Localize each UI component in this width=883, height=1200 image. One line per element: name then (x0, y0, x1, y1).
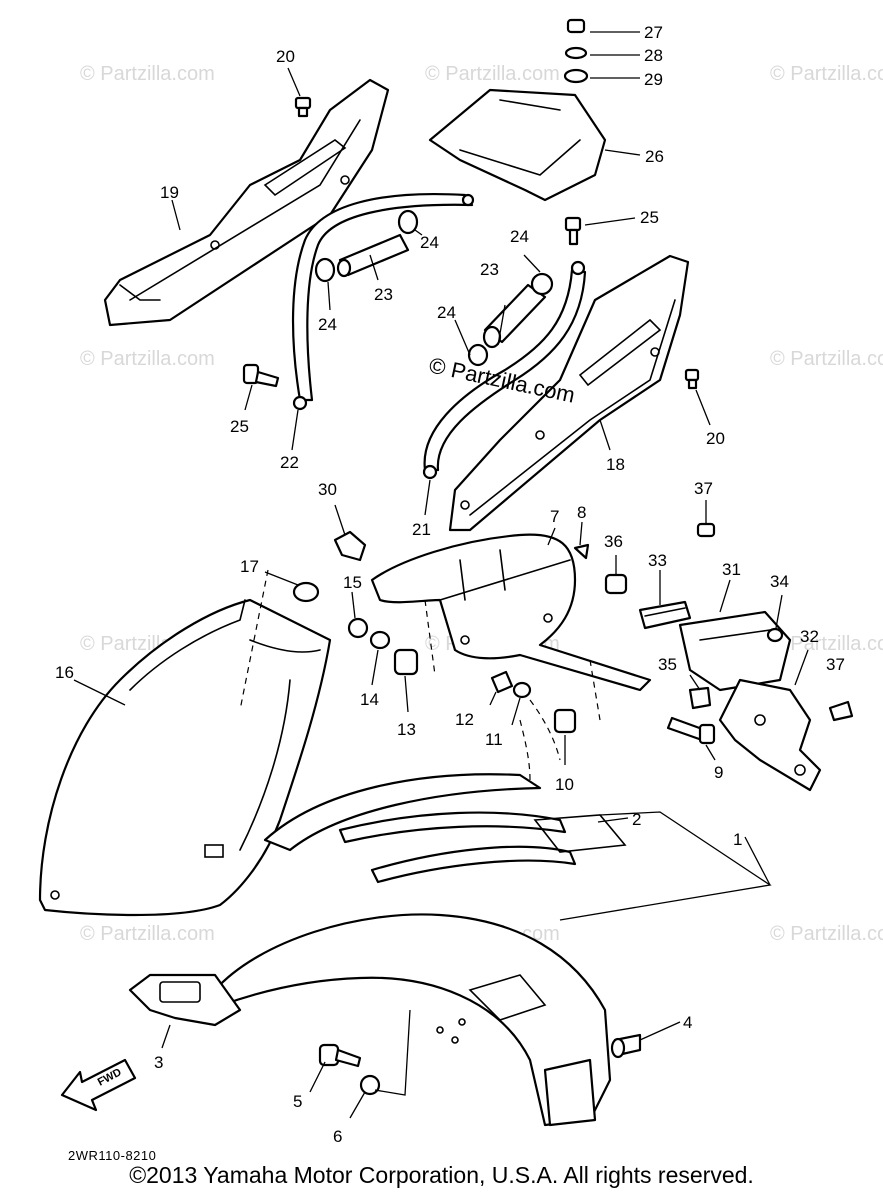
part-5-6-bolt-nut (318, 1043, 381, 1096)
part-36-collar (604, 573, 628, 595)
part-13-14-15-collars (347, 617, 419, 676)
front-fender (213, 913, 612, 1127)
watermark: © Partzilla.com (80, 63, 215, 85)
callout-20b: 20 (706, 429, 725, 448)
callout-37a: 37 (694, 479, 713, 498)
part-30-clip (333, 530, 367, 562)
callout-12: 12 (455, 710, 474, 729)
part-31-tail-light (678, 610, 792, 692)
part-10-bolt (519, 699, 577, 781)
callout-35: 35 (658, 655, 677, 674)
part-19-side-cover-left (103, 78, 390, 327)
watermark: © Partzilla.com (770, 633, 883, 655)
callout-25a: 25 (230, 417, 249, 436)
callout-11: 11 (485, 730, 503, 749)
callout-4: 4 (683, 1013, 692, 1032)
part-20-screw (287, 67, 312, 118)
watermark: © Partzilla.com (80, 923, 215, 945)
callout-33: 33 (648, 551, 667, 570)
part-24-grommets-left (314, 209, 419, 283)
callout-21: 21 (412, 520, 431, 539)
watermark: © Partzilla.com (80, 348, 215, 370)
callout-labels: 1 2 3 4 5 6 7 8 9 10 11 12 13 14 15 16 1… (55, 23, 845, 1146)
part-7-fender-bracket (370, 533, 652, 692)
part-22-stay-left (291, 192, 475, 411)
part-1-assembly-box (559, 811, 772, 921)
watermark: © Partzilla.com (770, 923, 883, 945)
part-33-bracket (638, 600, 692, 630)
callout-32: 32 (800, 627, 819, 646)
part-4-bolt (610, 1033, 642, 1059)
part-23-collar-right (482, 283, 547, 349)
part-32-bracket (718, 678, 822, 792)
diagram-code: 2WR110-8210 (68, 1148, 156, 1163)
callout-23a: 23 (374, 285, 393, 304)
part-21-stay-right (422, 260, 587, 480)
callout-24b: 24 (420, 233, 439, 252)
part-25-screw-right (564, 216, 582, 246)
part-11-12-washer-nut (490, 670, 532, 699)
callout-26: 26 (645, 147, 664, 166)
part-35-connector (688, 686, 712, 710)
leader-lines (73, 31, 809, 1119)
callout-34: 34 (770, 572, 789, 591)
callout-23b: 23 (480, 260, 499, 279)
callout-18: 18 (606, 455, 625, 474)
part-25-screw-left (242, 363, 280, 388)
watermark: © Partzilla.com (770, 63, 883, 85)
callout-29: 29 (644, 70, 663, 89)
callout-24c: 24 (510, 227, 529, 246)
part-17-grommet (292, 581, 320, 603)
callout-24d: 24 (437, 303, 456, 322)
callout-37b: 37 (826, 655, 845, 674)
callout-5: 5 (293, 1092, 302, 1111)
part-23-collar-left (336, 233, 410, 278)
part-8-nut (573, 543, 590, 560)
part-16-rear-fender (38, 598, 332, 917)
copyright-notice: ©2013 Yamaha Motor Corporation, U.S.A. A… (129, 1162, 754, 1188)
fwd-arrow-icon: FWD (60, 1058, 137, 1112)
part-20-screw-right (684, 368, 711, 426)
callout-3: 3 (154, 1053, 163, 1072)
callout-1: 1 (733, 830, 742, 849)
callout-16: 16 (55, 663, 74, 682)
watermark: © Partzilla.com (770, 348, 883, 370)
callout-13: 13 (397, 720, 416, 739)
part-34-grommet (766, 627, 784, 643)
callout-15: 15 (343, 573, 362, 592)
part-2-trim-strips (263, 773, 627, 884)
callout-9: 9 (714, 763, 723, 782)
part-26-cover (428, 88, 607, 202)
callout-31: 31 (722, 560, 741, 579)
part-3-emblem (128, 973, 242, 1027)
callout-2: 2 (632, 810, 641, 829)
part-18-side-cover-right (448, 254, 690, 532)
part-27-28-29-washers (563, 18, 589, 84)
callout-6: 6 (333, 1127, 342, 1146)
callout-24a: 24 (318, 315, 337, 334)
callout-14: 14 (360, 690, 379, 709)
callout-17: 17 (240, 557, 259, 576)
callout-10: 10 (555, 775, 574, 794)
callout-7: 7 (550, 507, 559, 526)
callout-36: 36 (604, 532, 623, 551)
part-24-grommets-right (467, 272, 554, 367)
callout-20a: 20 (276, 47, 295, 66)
callout-25b: 25 (640, 208, 659, 227)
watermark: © Partzilla.com (425, 63, 560, 85)
callout-27: 27 (644, 23, 663, 42)
part-9-bolt (666, 716, 716, 745)
callout-22: 22 (280, 453, 299, 472)
callout-30: 30 (318, 480, 337, 499)
center-watermark: © Partzilla.com (427, 352, 577, 407)
callout-28: 28 (644, 46, 663, 65)
callout-8: 8 (577, 503, 586, 522)
callout-19: 19 (160, 183, 179, 202)
